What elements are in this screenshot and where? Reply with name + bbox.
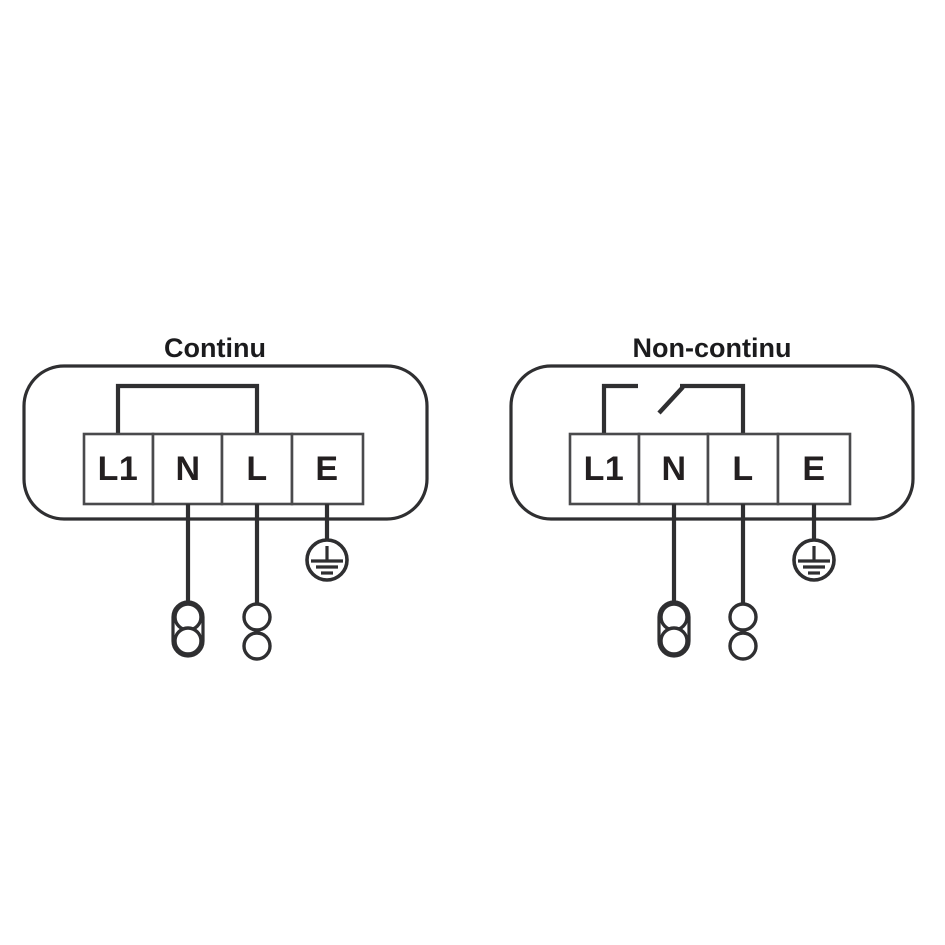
- connector-circle-n-top-continu: [173, 602, 203, 632]
- earth-symbol-non-continu: [792, 538, 836, 582]
- connector-circle-l-bottom-continu: [242, 631, 272, 661]
- terminal-box-e-non-continu[interactable]: [776, 432, 852, 506]
- output-connector-l-non-continu[interactable]: [728, 602, 758, 661]
- terminal-label-l1-continu: L1: [98, 450, 139, 488]
- terminal-box-l1-continu[interactable]: [82, 432, 155, 506]
- connector-circle-l-top-continu: [242, 602, 272, 632]
- terminal-label-l-non-continu: L: [732, 450, 753, 488]
- output-connector-l-continu[interactable]: [242, 602, 272, 661]
- switch-blade-non-continu[interactable]: [657, 385, 685, 415]
- panel-continu: Continu L1 N L E: [22, 333, 429, 661]
- connector-circle-l-bottom-non-continu: [728, 631, 758, 661]
- panel-title-continu: Continu: [164, 333, 266, 363]
- terminal-label-l1-non-continu: L1: [584, 450, 625, 488]
- bridge-link-continu: [115, 383, 260, 434]
- connector-circle-n-top-non-continu: [659, 602, 689, 632]
- connector-circle-n-bottom-continu: [173, 626, 203, 656]
- panel-non-continu: Non-continu L1 N L E: [509, 333, 915, 661]
- switch-right-contact-non-continu: [680, 383, 746, 434]
- connector-circle-l-top-non-continu: [728, 602, 758, 632]
- connector-circle-n-bottom-non-continu: [659, 626, 689, 656]
- terminal-label-n-continu: N: [175, 450, 200, 488]
- earth-symbol-continu: [305, 538, 349, 582]
- terminal-label-e-non-continu: E: [802, 450, 825, 488]
- output-connector-n-continu[interactable]: [171, 600, 205, 658]
- terminal-label-e-continu: E: [315, 450, 338, 488]
- panel-title-non-continu: Non-continu: [633, 333, 792, 363]
- terminal-label-n-non-continu: N: [661, 450, 686, 488]
- output-connector-n-non-continu[interactable]: [657, 600, 691, 658]
- terminal-box-n-non-continu[interactable]: [637, 432, 710, 506]
- terminal-box-l-continu[interactable]: [220, 432, 294, 506]
- switch-left-contact-non-continu: [601, 383, 638, 434]
- terminal-label-l-continu: L: [246, 450, 267, 488]
